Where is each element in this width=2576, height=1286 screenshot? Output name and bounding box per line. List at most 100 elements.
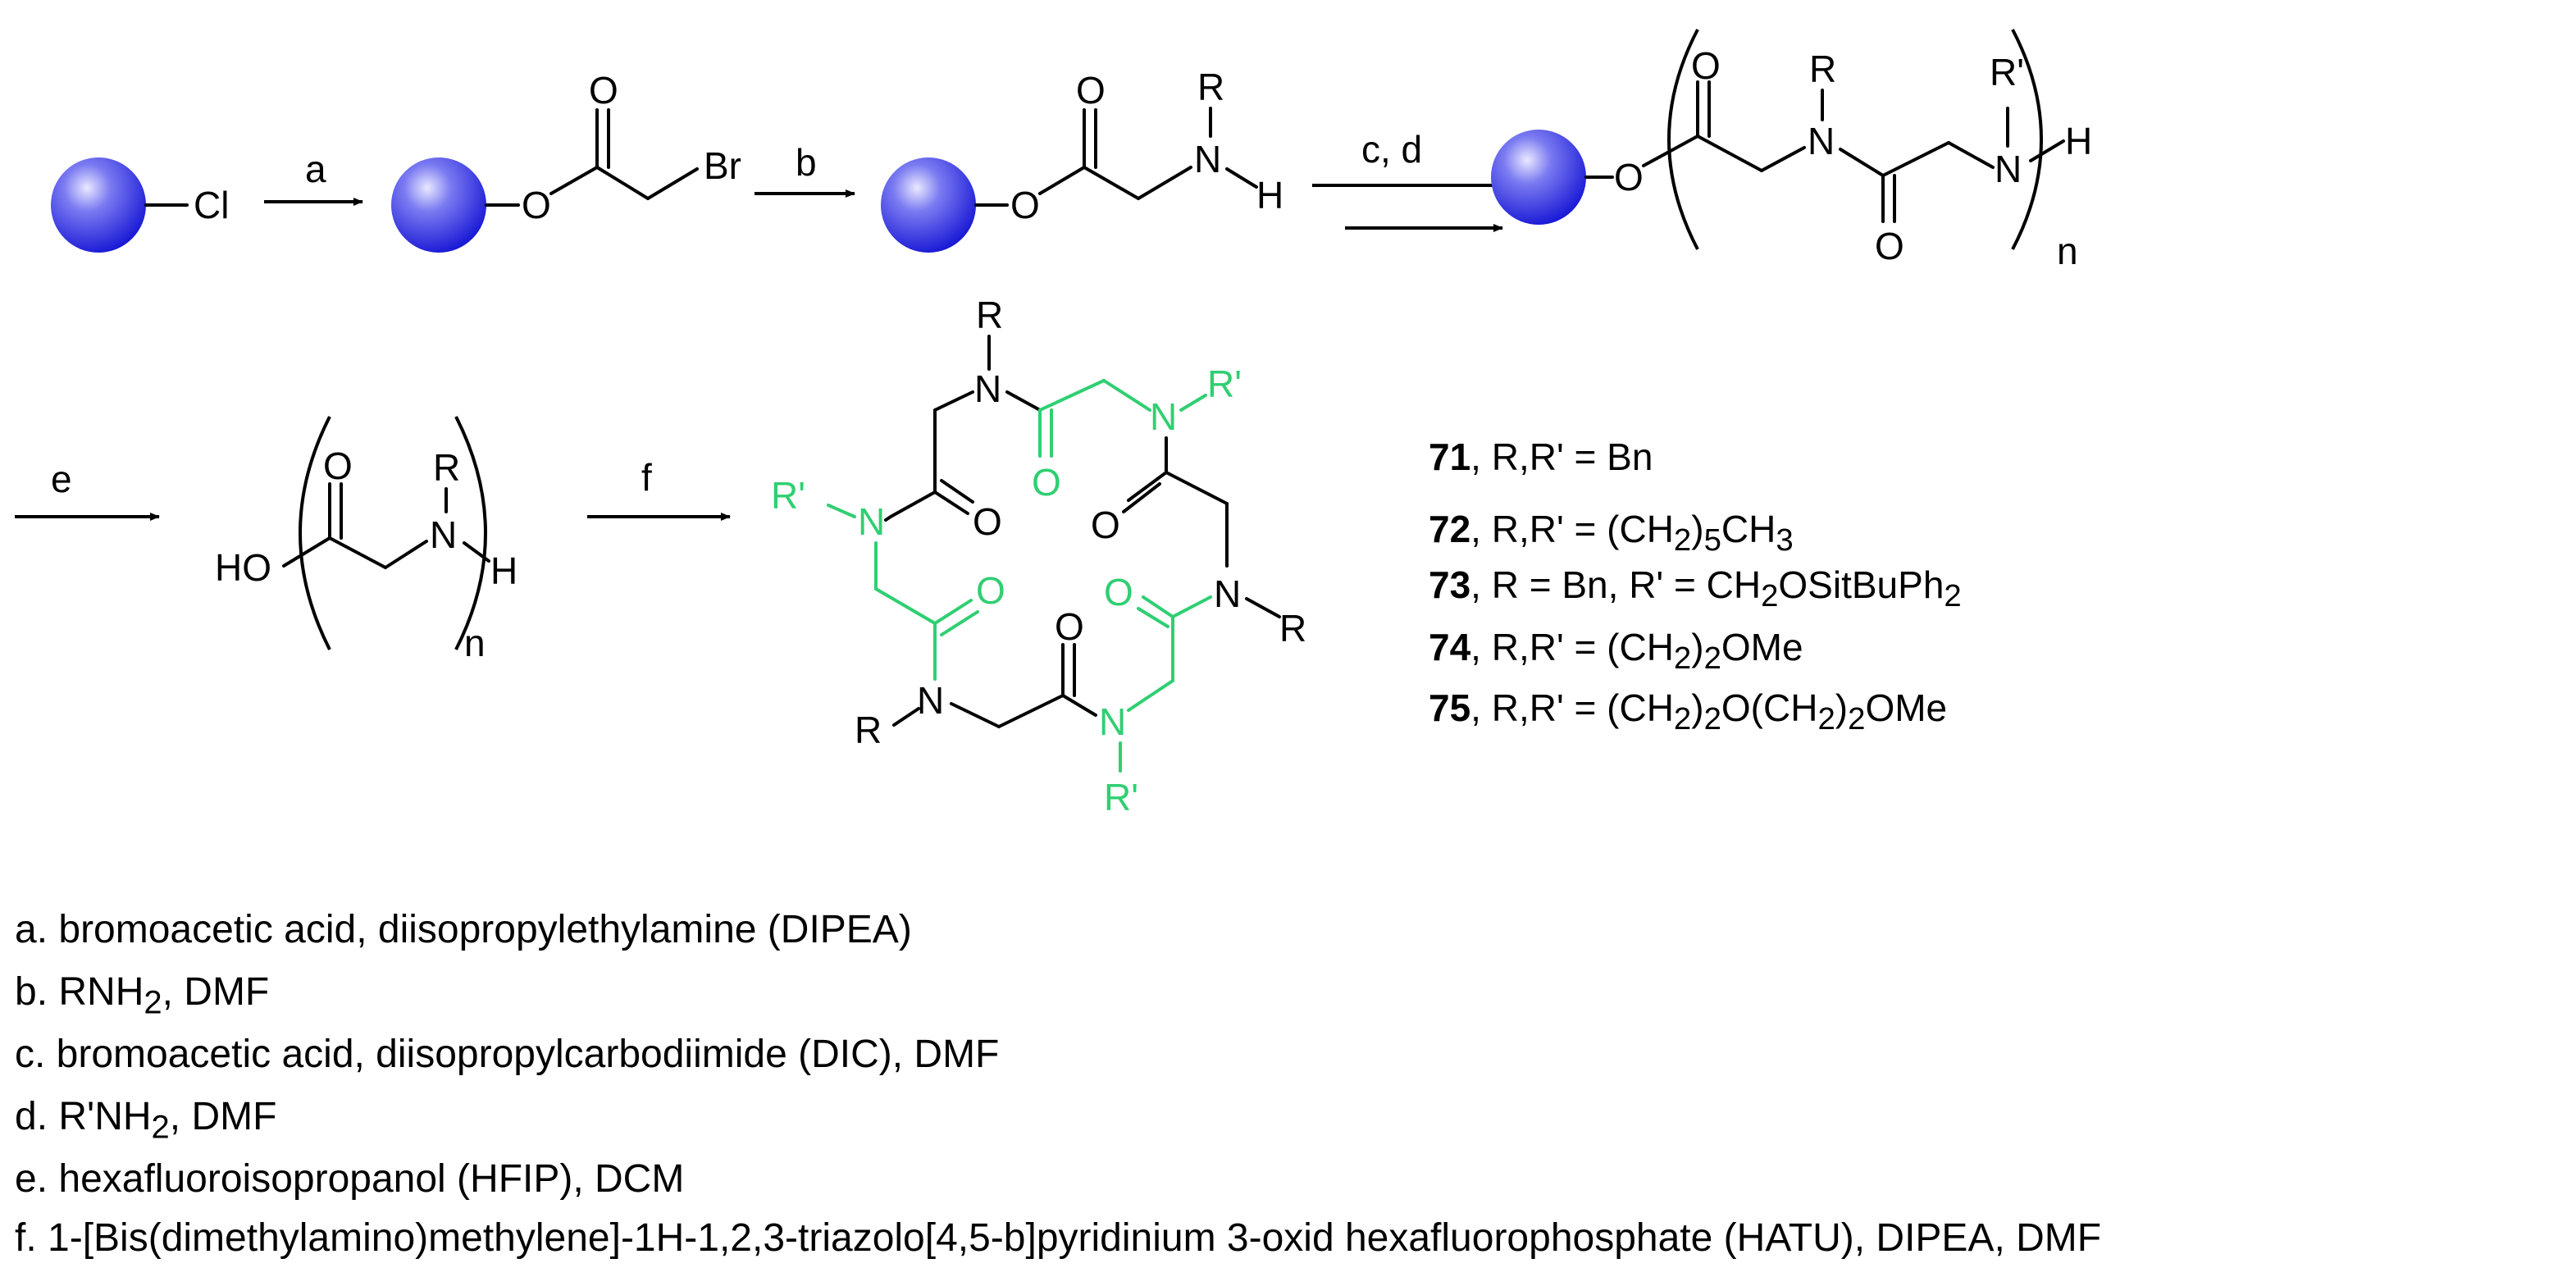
- atom-o: O: [323, 445, 353, 487]
- subscript: 2: [1673, 701, 1692, 737]
- atom-n: N: [858, 500, 885, 543]
- arrow-e: e: [15, 458, 160, 521]
- bromoacetyl-resin: O O Br: [391, 69, 741, 253]
- arrow-cd: c, d: [1312, 128, 1503, 232]
- subscript: 2: [1817, 701, 1835, 737]
- atom-n: N: [1150, 395, 1177, 438]
- compound-desc-part: OSitBuPh: [1778, 563, 1945, 606]
- condition-b: b. RNH2, DMF: [15, 969, 269, 1022]
- compound-desc: , R,R' = (CH: [1470, 686, 1674, 729]
- bracket-right: [454, 416, 487, 650]
- subscript: 2: [1944, 578, 1962, 614]
- subscript: 2: [144, 984, 162, 1021]
- compound-desc-part: ): [1691, 508, 1704, 550]
- atom-n: N: [430, 513, 457, 556]
- atom-n: N: [1995, 148, 2022, 190]
- atom-n: N: [917, 679, 944, 722]
- atom-r: R: [433, 446, 460, 489]
- subscript-n: n: [2057, 230, 2078, 272]
- atom-o: O: [522, 184, 551, 226]
- atom-n: N: [1214, 572, 1241, 615]
- atom-o: O: [1076, 69, 1106, 112]
- atom-o: O: [973, 500, 1002, 543]
- compound-74: 74, R,R' = (CH2)2OMe: [1429, 625, 1803, 677]
- compound-desc-part: OMe: [1721, 626, 1803, 668]
- atom-o: O: [589, 69, 618, 112]
- atom-h: H: [1256, 174, 1283, 217]
- arrow-b-label: b: [796, 141, 817, 184]
- compound-desc-part: O(CH: [1721, 686, 1818, 729]
- atom-o: O: [1032, 461, 1061, 504]
- resin-bead-icon: [881, 157, 976, 253]
- resin-bead-icon: [1491, 130, 1586, 225]
- bracket-right: [2011, 29, 2043, 250]
- atom-o: O: [1010, 184, 1040, 226]
- subscript: 2: [1673, 522, 1692, 559]
- atom-rp: R': [1104, 776, 1138, 819]
- condition-f: f. 1-[Bis(dimethylamino)methylene]-1H-1,…: [15, 1216, 2102, 1260]
- bracket-left: [1667, 29, 1699, 250]
- compound-desc-part: OMe: [1865, 686, 1948, 729]
- glycine-resin: O O N R H: [881, 66, 1283, 253]
- cyclic-peptoid: R N O O N R' O N R O: [771, 294, 1306, 819]
- atom-rp: R': [1207, 363, 1242, 405]
- subscript: 2: [151, 1109, 170, 1146]
- atom-rp: R': [1990, 51, 2024, 93]
- compound-72: 72, R,R' = (CH2)5CH3: [1429, 507, 1794, 559]
- compound-71: 71, R,R' = Bn: [1429, 435, 1653, 479]
- compound-73: 73, R = Bn, R' = CH2OSitBuPh2: [1429, 563, 1962, 614]
- compound-desc: , R = Bn, R' = CH: [1470, 563, 1762, 606]
- arrow-e-label: e: [51, 458, 72, 500]
- compound-desc-part: ): [1691, 686, 1704, 729]
- atom-n: N: [1099, 700, 1126, 743]
- compound-desc-part: ): [1691, 626, 1704, 668]
- arrow-a-label: a: [305, 148, 326, 190]
- condition-text: b. RNH: [15, 970, 144, 1014]
- atom-br: Br: [704, 144, 741, 187]
- atom-o: O: [1875, 225, 1904, 267]
- condition-e: e. hexafluoroisopropanol (HFIP), DCM: [15, 1157, 685, 1201]
- compound-desc-part: CH: [1721, 508, 1776, 550]
- compound-desc-part: ): [1835, 686, 1849, 729]
- atom-r: R: [855, 709, 882, 751]
- atom-o: O: [1091, 504, 1120, 546]
- subscript: 2: [1848, 701, 1866, 737]
- atom-h: H: [490, 550, 517, 592]
- subscript: 2: [1703, 641, 1721, 677]
- resin-bead-icon: [51, 157, 146, 253]
- compound-number: 75: [1429, 686, 1471, 729]
- atom-o: O: [1691, 44, 1721, 87]
- compound-number: 72: [1429, 508, 1471, 550]
- atom-ho: HO: [215, 546, 271, 589]
- compound-75: 75, R,R' = (CH2)2O(CH2)2OMe: [1429, 686, 1947, 737]
- atom-n: N: [1194, 138, 1221, 180]
- atom-r: R: [1197, 66, 1224, 108]
- arrow-a: a: [264, 148, 363, 206]
- condition-c: c. bromoacetic acid, diisopropylcarbodii…: [15, 1033, 1000, 1076]
- compound-desc: , R,R' = Bn: [1470, 436, 1653, 478]
- resin-bead-icon: [391, 157, 486, 253]
- compound-number: 73: [1429, 563, 1471, 606]
- atom-o: O: [1104, 571, 1133, 613]
- arrow-b: b: [755, 141, 855, 198]
- subscript: 2: [1761, 578, 1779, 614]
- resin-chloride: Cl: [51, 157, 229, 253]
- reaction-scheme: Cl a O O Br b O O N R H: [15, 29, 2092, 819]
- linear-peptoid: HO O N R H n: [215, 416, 517, 664]
- subscript: 2: [1703, 701, 1721, 737]
- compound-desc: , R,R' = (CH: [1470, 508, 1674, 550]
- compound-desc: , R,R' = (CH: [1470, 626, 1674, 668]
- subscript: 5: [1703, 522, 1721, 559]
- bracket-left: [299, 416, 331, 650]
- condition-a: a. bromoacetic acid, diisopropylethylami…: [15, 908, 912, 951]
- arrow-cd-label: c, d: [1361, 128, 1422, 171]
- subscript: 2: [1673, 641, 1692, 677]
- atom-n: N: [1808, 120, 1835, 162]
- atom-o: O: [976, 569, 1005, 612]
- condition-d: d. R'NH2, DMF: [15, 1094, 276, 1147]
- atom-o: O: [1055, 605, 1084, 648]
- atom-o: O: [1614, 156, 1644, 198]
- condition-text: , DMF: [169, 1095, 277, 1138]
- atom-r: R: [1279, 607, 1306, 650]
- condition-text: d. R'NH: [15, 1095, 152, 1138]
